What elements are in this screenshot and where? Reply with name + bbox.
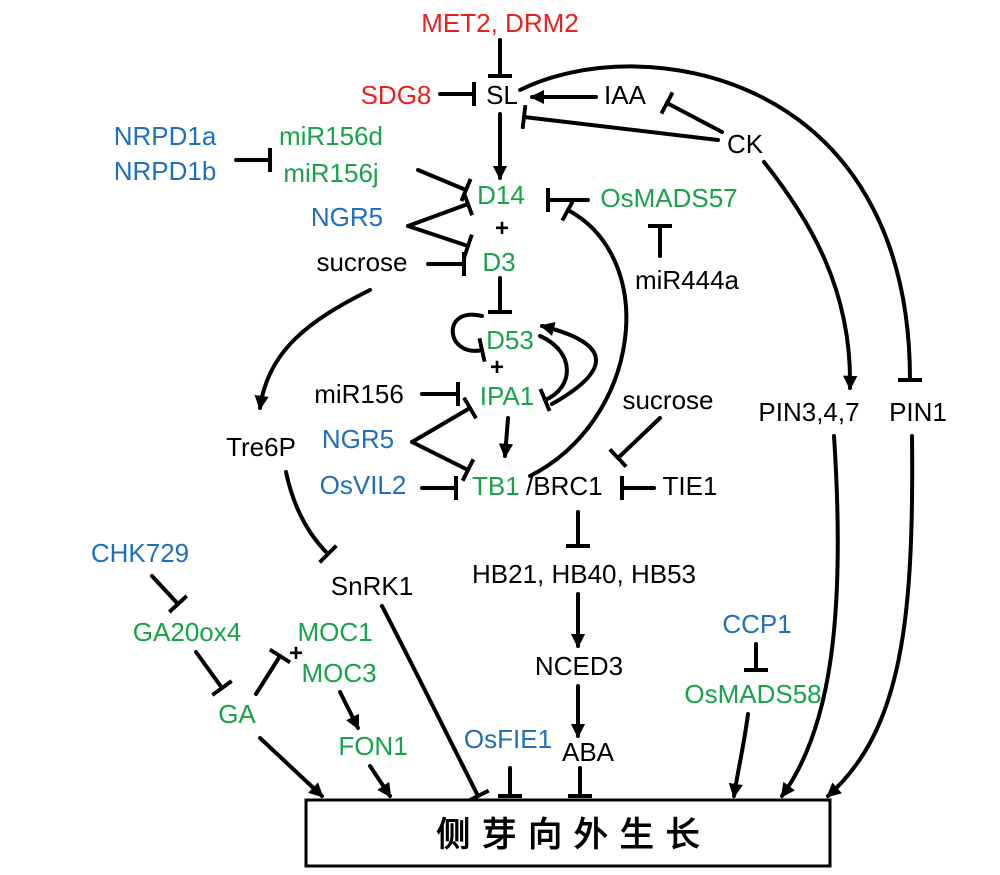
node-layer: MET2, DRM2 SDG8 SL IAA CK NRPD1a NRPD1b … [91, 8, 947, 767]
complex-mark-d14-d3: + [495, 215, 509, 242]
edge-ngr5-inhibits-tb1 [410, 440, 476, 482]
node-osmads57: OsMADS57 [600, 183, 737, 213]
node-ga20ox4: GA20ox4 [133, 617, 241, 647]
outcome-box: 侧 芽 向 外 生 长 [304, 798, 832, 868]
edge-tb1-brc1-inhibits-d14 [528, 198, 629, 478]
node-mir156: miR156 [314, 379, 404, 409]
node-snrk1: SnRK1 [331, 571, 413, 601]
edge-sucrose-inhibits-brc1 [608, 416, 662, 469]
node-ipa1: IPA1 [480, 381, 534, 411]
edge-mir156dj-inhibits-d14 [416, 168, 473, 202]
complex-mark-d53-ipa1: + [490, 354, 504, 381]
edge-d3-promotes-tre6p [254, 288, 372, 411]
node-sucrose-right: sucrose [622, 385, 713, 415]
complex-mark-moc1-moc3: + [289, 640, 303, 667]
node-aba: ABA [562, 737, 615, 767]
node-chk729: CHK729 [91, 538, 189, 568]
node-nced3: NCED3 [535, 651, 623, 681]
edge-sl-inhibits-pin1 [518, 64, 923, 383]
edge-snrk1-inhibits-outcome [380, 604, 490, 804]
edge-ga-promotes-outcome [258, 736, 324, 798]
node-tie1: TIE1 [663, 471, 718, 501]
outcome-box-frame [304, 798, 832, 868]
edge-d53-inhibits-ipa1 [538, 334, 569, 412]
node-fon1: FON1 [338, 731, 407, 761]
node-nrpd1a: NRPD1a [114, 121, 217, 151]
edge-ngr5-inhibits-d3 [406, 224, 474, 259]
node-ngr5-mid: NGR5 [322, 424, 394, 454]
node-tb1: TB1 [472, 471, 520, 501]
node-iaa: IAA [604, 80, 647, 110]
edge-chk729-inhibits-ga20ox4 [150, 574, 189, 614]
node-d53: D53 [486, 325, 534, 355]
edge-ngr5-inhibits-d14 [406, 192, 475, 228]
node-moc3: MOC3 [301, 658, 376, 688]
node-osfie1: OsFIE1 [464, 724, 552, 754]
node-ga: GA [218, 699, 256, 729]
edge-pin347-promotes-outcome [780, 434, 840, 798]
edge-ck-promotes-pin347 [762, 160, 858, 391]
edge-ga20ox4-inhibits-ga [194, 650, 233, 697]
outcome-label: 侧 芽 向 外 生 长 [436, 815, 699, 855]
node-pin347: PIN3,4,7 [758, 397, 859, 427]
edge-ck-inhibits-sl [520, 104, 720, 142]
node-ngr5-top: NGR5 [311, 202, 383, 232]
node-pin1: PIN1 [889, 397, 947, 427]
edge-osmads58-promotes-outcome [728, 712, 750, 799]
edge-layer [150, 38, 923, 804]
node-d3: D3 [482, 247, 515, 277]
edge-ck-inhibits-iaa [659, 91, 724, 134]
node-sl: SL [486, 80, 518, 110]
node-osvil2: OsVIL2 [320, 470, 407, 500]
node-brc1: /BRC1 [526, 471, 603, 501]
node-moc1: MOC1 [297, 617, 372, 647]
edge-tre6p-inhibits-snrk1 [284, 470, 338, 564]
edge-ipa1-promotes-tb1 [498, 416, 514, 459]
node-ck: CK [727, 129, 764, 159]
edge-d53-self-inhibit [450, 312, 487, 363]
node-osmads58: OsMADS58 [684, 679, 821, 709]
node-nrpd1b: NRPD1b [114, 156, 217, 186]
node-hb: HB21, HB40, HB53 [472, 559, 696, 589]
node-sdg8: SDG8 [361, 80, 432, 110]
node-mir444a: miR444a [635, 265, 740, 295]
node-mir156j: miR156j [283, 158, 378, 188]
edge-ga-inhibits-moc1 [254, 647, 292, 696]
node-mir156d: miR156d [279, 121, 383, 151]
edge-moc3-promotes-fon1 [338, 690, 360, 730]
node-ccp1: CCP1 [722, 609, 791, 639]
node-met2-drm2: MET2, DRM2 [421, 8, 578, 38]
edge-ngr5-inhibits-ipa1 [410, 396, 478, 444]
node-d14: D14 [477, 180, 525, 210]
edge-ipa1-promotes-d53 [539, 321, 598, 406]
edge-fon1-promotes-outcome [368, 764, 392, 798]
node-sucrose-left: sucrose [316, 247, 407, 277]
edge-pin1-promotes-outcome [826, 434, 915, 798]
node-tre6p: Tre6P [226, 432, 296, 462]
